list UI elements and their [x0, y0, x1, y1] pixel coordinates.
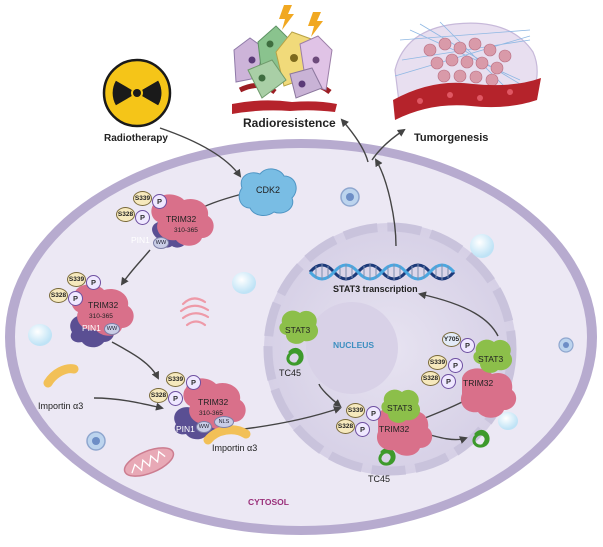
- lightning-icon: [279, 5, 323, 37]
- stat3-cytosol: [279, 310, 319, 344]
- site-s339: S339: [133, 191, 152, 206]
- golgi-icon: [179, 297, 210, 327]
- tc45-protein: [286, 347, 490, 466]
- nucleolus: [306, 302, 398, 394]
- tc45-label-2: TC45: [368, 474, 391, 484]
- phospho-icon: P: [135, 210, 150, 225]
- site-s328: S328: [116, 207, 135, 222]
- phospho-icon: P: [152, 194, 167, 209]
- stat3-label: STAT3: [387, 403, 413, 413]
- trim32-label: TRIM32: [88, 300, 119, 310]
- importin-label-2: Importin α3: [212, 443, 258, 453]
- tumor-vessel-image: [393, 21, 541, 120]
- site-s328: S328: [149, 388, 168, 403]
- trim32-label: TRIM32: [379, 424, 410, 434]
- stat3-label: STAT3: [285, 325, 311, 335]
- cdk2-label: CDK2: [256, 185, 281, 195]
- stat3-transcription-label: STAT3 transcription: [333, 284, 418, 294]
- trim32-label: TRIM32: [166, 214, 197, 224]
- pin1-label: PIN1: [131, 235, 150, 245]
- trim32-label: TRIM32: [198, 397, 229, 407]
- vesicle-icon: [28, 187, 574, 451]
- domain-range-label: 310-365: [199, 410, 223, 417]
- pin1-label: PIN1: [82, 323, 101, 333]
- radioresistence-label: Radioresistence: [243, 116, 336, 130]
- phospho-icon: P: [460, 338, 475, 353]
- site-y705: Y705: [442, 332, 461, 347]
- trim32-label: TRIM32: [463, 378, 494, 388]
- phospho-icon: P: [355, 422, 370, 437]
- phospho-icon: P: [448, 358, 463, 373]
- site-s328: S328: [49, 288, 68, 303]
- dna-helix: [308, 263, 456, 281]
- ww-domain: WW: [104, 323, 120, 335]
- phospho-icon: P: [186, 375, 201, 390]
- mitochondria-icon: [123, 447, 175, 477]
- phospho-icon: P: [86, 275, 101, 290]
- site-s328: S328: [336, 419, 355, 434]
- ww-domain: WW: [153, 237, 169, 249]
- pin1-label: PIN1: [176, 424, 195, 434]
- site-s339: S339: [67, 272, 86, 287]
- complex-phosphorylated: [460, 339, 517, 418]
- tumorgenesis-label: Tumorgenesis: [414, 132, 489, 144]
- site-s339: S339: [166, 372, 185, 387]
- nuclear-envelope: [263, 222, 517, 476]
- pathway-arrows: [93, 118, 499, 444]
- phospho-icon: P: [441, 374, 456, 389]
- cytosol-label: CYTOSOL: [248, 497, 289, 507]
- tumor-tissue-image: [232, 25, 337, 114]
- phospho-icon: P: [68, 291, 83, 306]
- domain-range-label: 310-365: [89, 313, 113, 320]
- importin-label: Importin α3: [38, 401, 84, 411]
- complex-2: [70, 284, 134, 348]
- nucleus-label: NUCLEUS: [333, 340, 375, 350]
- complex-nuclear: [376, 389, 433, 456]
- importin-protein: [43, 364, 79, 388]
- site-s328: S328: [421, 371, 440, 386]
- site-s339: S339: [428, 355, 447, 370]
- site-s339: S339: [346, 403, 365, 418]
- radiotherapy-label: Radiotherapy: [104, 133, 168, 144]
- radiation-icon: [102, 58, 172, 128]
- phospho-icon: P: [366, 406, 381, 421]
- cdk2-protein: [238, 168, 297, 216]
- ww-domain: WW: [196, 421, 212, 433]
- stat3-label: STAT3: [478, 354, 504, 364]
- nls-domain: NLS: [214, 416, 234, 428]
- tc45-label-1: TC45: [279, 368, 302, 378]
- domain-range-label: 310-365: [174, 227, 198, 234]
- phospho-icon: P: [168, 391, 183, 406]
